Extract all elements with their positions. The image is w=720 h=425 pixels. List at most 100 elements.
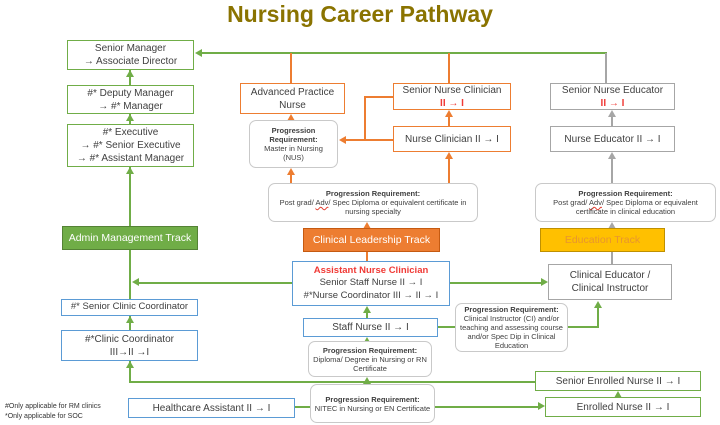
req-line: Diploma/ Degree in Nursing or RN Certifi… [313, 354, 427, 373]
box-line: Nurse [279, 99, 306, 111]
arrowhead [445, 152, 453, 159]
box-advanced-practice-nurse: Advanced Practice Nurse [240, 83, 345, 114]
box-senior-enrolled-nurse: Senior Enrolled Nurse II → I [535, 371, 701, 391]
box-senior-nurse-clinician: Senior Nurse Clinician II → I [393, 83, 511, 110]
track-label-text: Clinical Leadership Track [312, 234, 431, 246]
connector [611, 116, 613, 126]
footnote-rm-clinics: #Only applicable for RM clinics [5, 403, 101, 410]
req-text: Post grad/ [279, 198, 316, 207]
arrowhead [126, 70, 134, 77]
req-clinical-instructor: Progression Requirement: Clinical Instru… [455, 303, 568, 352]
box-line: → Associate Director [83, 56, 178, 67]
connector [364, 96, 366, 141]
arrowhead [132, 278, 139, 286]
box-senior-clinic-coordinator: #* Senior Clinic Coordinator [61, 299, 198, 316]
req-line: Master in Nursing [264, 144, 323, 153]
req-text-underlined: Adv [315, 198, 329, 207]
box-line: Staff Nurse II → I [332, 322, 409, 333]
connector [364, 96, 393, 98]
req-text: / Spec Diploma or equivalent certificate… [575, 198, 698, 216]
arrowhead [126, 361, 134, 368]
box-line: Nurse Educator II → I [564, 133, 661, 145]
req-nitec: Progression Requirement: NITEC in Nursin… [310, 384, 435, 423]
box-nurse-educator: Nurse Educator II → I [550, 126, 675, 152]
box-nurse-clinician: Nurse Clinician II → I [393, 126, 511, 152]
arrowhead [287, 168, 295, 175]
page-title: Nursing Career Pathway [227, 1, 493, 27]
req-text-underlined: Adv [589, 198, 602, 207]
box-grade-line: II → I [440, 97, 464, 109]
box-senior-nurse-educator: Senior Nurse Educator II → I [550, 83, 675, 110]
arrowhead [363, 337, 371, 344]
req-postgrad-clinical-education: Progression Requirement: Post grad/ Adv/… [535, 183, 716, 222]
arrowhead [445, 110, 453, 117]
req-line: Clinical Instructor (CI) and/or teaching… [460, 314, 563, 350]
arrowhead [339, 136, 346, 144]
track-label-admin: Admin Management Track [62, 226, 198, 250]
box-line: Healthcare Assistant II → I [152, 402, 271, 414]
arrowhead [363, 377, 371, 384]
req-text: / Spec Diploma or equivalent certificate… [328, 198, 467, 216]
arrowhead [614, 391, 622, 398]
req-line: Post grad/ Adv/ Spec Diploma or equivale… [539, 198, 712, 216]
box-assistant-nurse-clinician: Assistant Nurse Clinician Senior Staff N… [292, 261, 450, 306]
arrowhead [126, 114, 134, 121]
arrowhead [608, 222, 616, 229]
arrowhead [287, 114, 295, 121]
box-executive: #* Executive → #* Senior Executive → #* … [67, 124, 194, 167]
box-line: #* Senior Clinic Coordinator [70, 301, 189, 313]
box-line: Senior Manager [94, 43, 167, 54]
arrowhead [538, 402, 545, 410]
connector [597, 307, 599, 328]
box-line: Senior Staff Nurse II → I [319, 277, 423, 289]
connector [366, 312, 368, 318]
box-line: Enrolled Nurse II → I [576, 401, 670, 413]
connector [448, 53, 450, 83]
req-master-nursing: Progression Requirement: Master in Nursi… [249, 120, 338, 168]
box-title-line: Assistant Nurse Clinician [313, 264, 429, 276]
req-postgrad-nursing-specialty: Progression Requirement: Post grad/ Adv/… [268, 183, 478, 222]
connector [450, 282, 541, 284]
box-line: Clinical Instructor [571, 283, 649, 294]
connector [611, 158, 613, 183]
connector [290, 53, 292, 83]
box-line: Senior Nurse Clinician [402, 84, 502, 96]
arrowhead [126, 316, 134, 323]
box-line: Clinical Educator / [569, 270, 651, 281]
arrowhead [195, 49, 202, 57]
track-label-text: Admin Management Track [68, 232, 192, 244]
box-line: #* Deputy Manager [87, 87, 174, 99]
arrowhead [363, 222, 371, 229]
box-line: → #* Manager [98, 100, 163, 112]
req-heading: Progression Requirement: [464, 305, 559, 314]
connector [290, 174, 292, 183]
footnote-soc: *Only applicable for SOC [5, 413, 83, 421]
box-line: #*Clinic Coordinator [85, 333, 174, 345]
connector [346, 139, 393, 141]
box-staff-nurse: Staff Nurse II → I [303, 318, 438, 337]
req-line: Post grad/ Adv/ Spec Diploma or equivale… [272, 198, 474, 216]
arrowhead [126, 167, 134, 174]
connector [129, 381, 535, 383]
req-text: Post grad/ [553, 198, 590, 207]
arrowhead [594, 301, 602, 308]
connector [448, 116, 450, 126]
box-line: #* Executive [102, 127, 159, 138]
req-heading: Progression Requirement: [578, 189, 673, 198]
footnotes: #Only applicable for RM clinics *Only ap… [5, 402, 101, 422]
req-line: (NUS) [283, 153, 304, 162]
box-clinical-educator: Clinical Educator / Clinical Instructor [548, 264, 672, 300]
req-heading: Progression Requirement: [325, 394, 420, 404]
arrowhead [363, 306, 371, 313]
track-label-text: Education Track [564, 234, 641, 246]
box-grade-line: II → I [600, 97, 625, 109]
box-line: Senior Nurse Educator [561, 84, 664, 96]
arrowhead [608, 110, 616, 117]
box-line: → #* Assistant Manager [76, 153, 185, 164]
req-heading: Progression Requirement: [322, 345, 418, 355]
box-healthcare-assistant: Healthcare Assistant II → I [128, 398, 295, 418]
box-line: → #* Senior Executive [80, 140, 181, 151]
req-heading: Progression Requirement: [325, 189, 421, 198]
req-heading: Progression Requirement: [269, 126, 318, 144]
box-line: Senior Enrolled Nurse II → I [555, 375, 681, 387]
